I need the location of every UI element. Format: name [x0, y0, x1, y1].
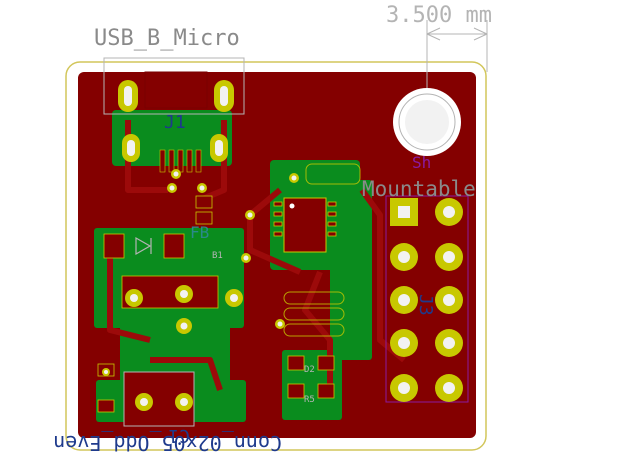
- usb-pin-pad: [168, 149, 175, 173]
- diode-silk: [135, 236, 152, 256]
- via-drill: [291, 175, 297, 181]
- trace-left-1: [107, 250, 151, 343]
- usb-pin-pad: [177, 149, 184, 173]
- dimension-label: 3.500 mm: [386, 3, 492, 28]
- header-pin-drill: [398, 294, 410, 306]
- usb-footprint-label: USB_B_Micro: [94, 26, 240, 51]
- smd-pad-d2-2: [317, 355, 335, 371]
- switch-drill: [140, 398, 148, 406]
- usb-drill: [220, 86, 228, 106]
- trace-ic-1: [247, 187, 302, 275]
- regulator-drill: [180, 322, 188, 330]
- dimension-arrow-right: [473, 27, 488, 41]
- regulator-pads: [125, 285, 243, 334]
- smd-pad-r5-2: [317, 383, 335, 399]
- usb-connector-shell: [144, 71, 208, 109]
- ic-pad: [273, 231, 283, 237]
- header-pin-drill: [443, 251, 455, 263]
- ref-j3: J3: [415, 294, 436, 316]
- dimension-annotation: [426, 20, 488, 88]
- ref-c1: C1: [168, 425, 190, 446]
- header-pin-drill: [398, 251, 410, 263]
- switch-pads: [135, 393, 193, 411]
- ic-pad: [327, 231, 337, 237]
- via-drill: [169, 185, 175, 191]
- ref-b1: B1: [212, 251, 223, 261]
- usb-pin-pad: [195, 149, 202, 173]
- switch-drill: [180, 398, 188, 406]
- smd-pad-d2-1: [287, 355, 305, 371]
- ref-r5: R5: [304, 395, 315, 405]
- header-pin-drill: [443, 337, 455, 349]
- usb-pin-pad: [159, 149, 166, 173]
- usb-connector-outline: [103, 57, 245, 115]
- smd-pad-c-2: [97, 399, 115, 413]
- ic-u1-pads: [273, 201, 337, 237]
- sheet-label: Sh: [412, 153, 431, 172]
- via-drill: [247, 212, 253, 218]
- via-drill: [277, 321, 283, 327]
- header-pin-drill: [398, 382, 410, 394]
- via-drill: [173, 171, 179, 177]
- track-outlines: [283, 163, 361, 337]
- dimension-arrow-left: [426, 27, 441, 41]
- usb-drill: [127, 140, 135, 156]
- board-edge-outline: [65, 61, 487, 451]
- smd-pad-fb-2: [195, 211, 213, 225]
- ic-pad: [273, 211, 283, 217]
- ic-pad: [273, 221, 283, 227]
- header-pin-drill: [443, 206, 455, 218]
- ic-pad: [273, 201, 283, 207]
- smd-pad-diode-k: [163, 233, 185, 259]
- mounting-hole-drill: [405, 100, 449, 144]
- ref-fb: FB: [190, 223, 209, 242]
- usb-drill: [124, 86, 132, 106]
- header-courtyard: [385, 195, 469, 403]
- header-2x05: [385, 195, 469, 403]
- smd-pad-diode-a: [103, 233, 125, 259]
- header-pin-drill: [443, 382, 455, 394]
- track-outline-res-3: [283, 323, 345, 337]
- ref-d2: D2: [304, 365, 315, 375]
- ic-pad: [327, 201, 337, 207]
- connector-label: Conn_02x05_Odd_Even: [53, 431, 282, 452]
- mount-label: Mountable: [362, 177, 476, 201]
- vias: [102, 169, 299, 376]
- regulator-drill: [180, 290, 188, 298]
- mounting-hole-silk: [398, 93, 456, 151]
- header-pin-drill: [398, 337, 410, 349]
- header-pin1-drill: [398, 206, 410, 218]
- diode-triangle: [135, 236, 152, 256]
- via-drill: [104, 370, 108, 374]
- trace-left-2: [150, 357, 223, 391]
- via-drill: [243, 255, 249, 261]
- ic-u1-pin1-dot: [289, 203, 295, 209]
- usb-signal-pads: [159, 149, 202, 173]
- via-drill: [199, 185, 205, 191]
- usb-drill: [215, 140, 223, 156]
- usb-pin-pad: [186, 149, 193, 173]
- regulator-drill: [230, 294, 238, 302]
- usb-shield-drills: [124, 86, 228, 156]
- track-outline-ic: [305, 163, 361, 185]
- smd-pad-fb-1: [195, 195, 213, 209]
- ref-j1: J1: [164, 112, 186, 133]
- track-outline-res-2: [283, 307, 345, 321]
- header-pin-drill: [443, 294, 455, 306]
- regulator-drill: [130, 294, 138, 302]
- ic-pad: [327, 221, 337, 227]
- bottom-right-strip: [330, 180, 372, 360]
- ic-pad: [327, 211, 337, 217]
- bottom-usb-pour: [112, 110, 232, 166]
- smd-pad-r5-1: [287, 383, 305, 399]
- track-outline-res-1: [283, 291, 345, 305]
